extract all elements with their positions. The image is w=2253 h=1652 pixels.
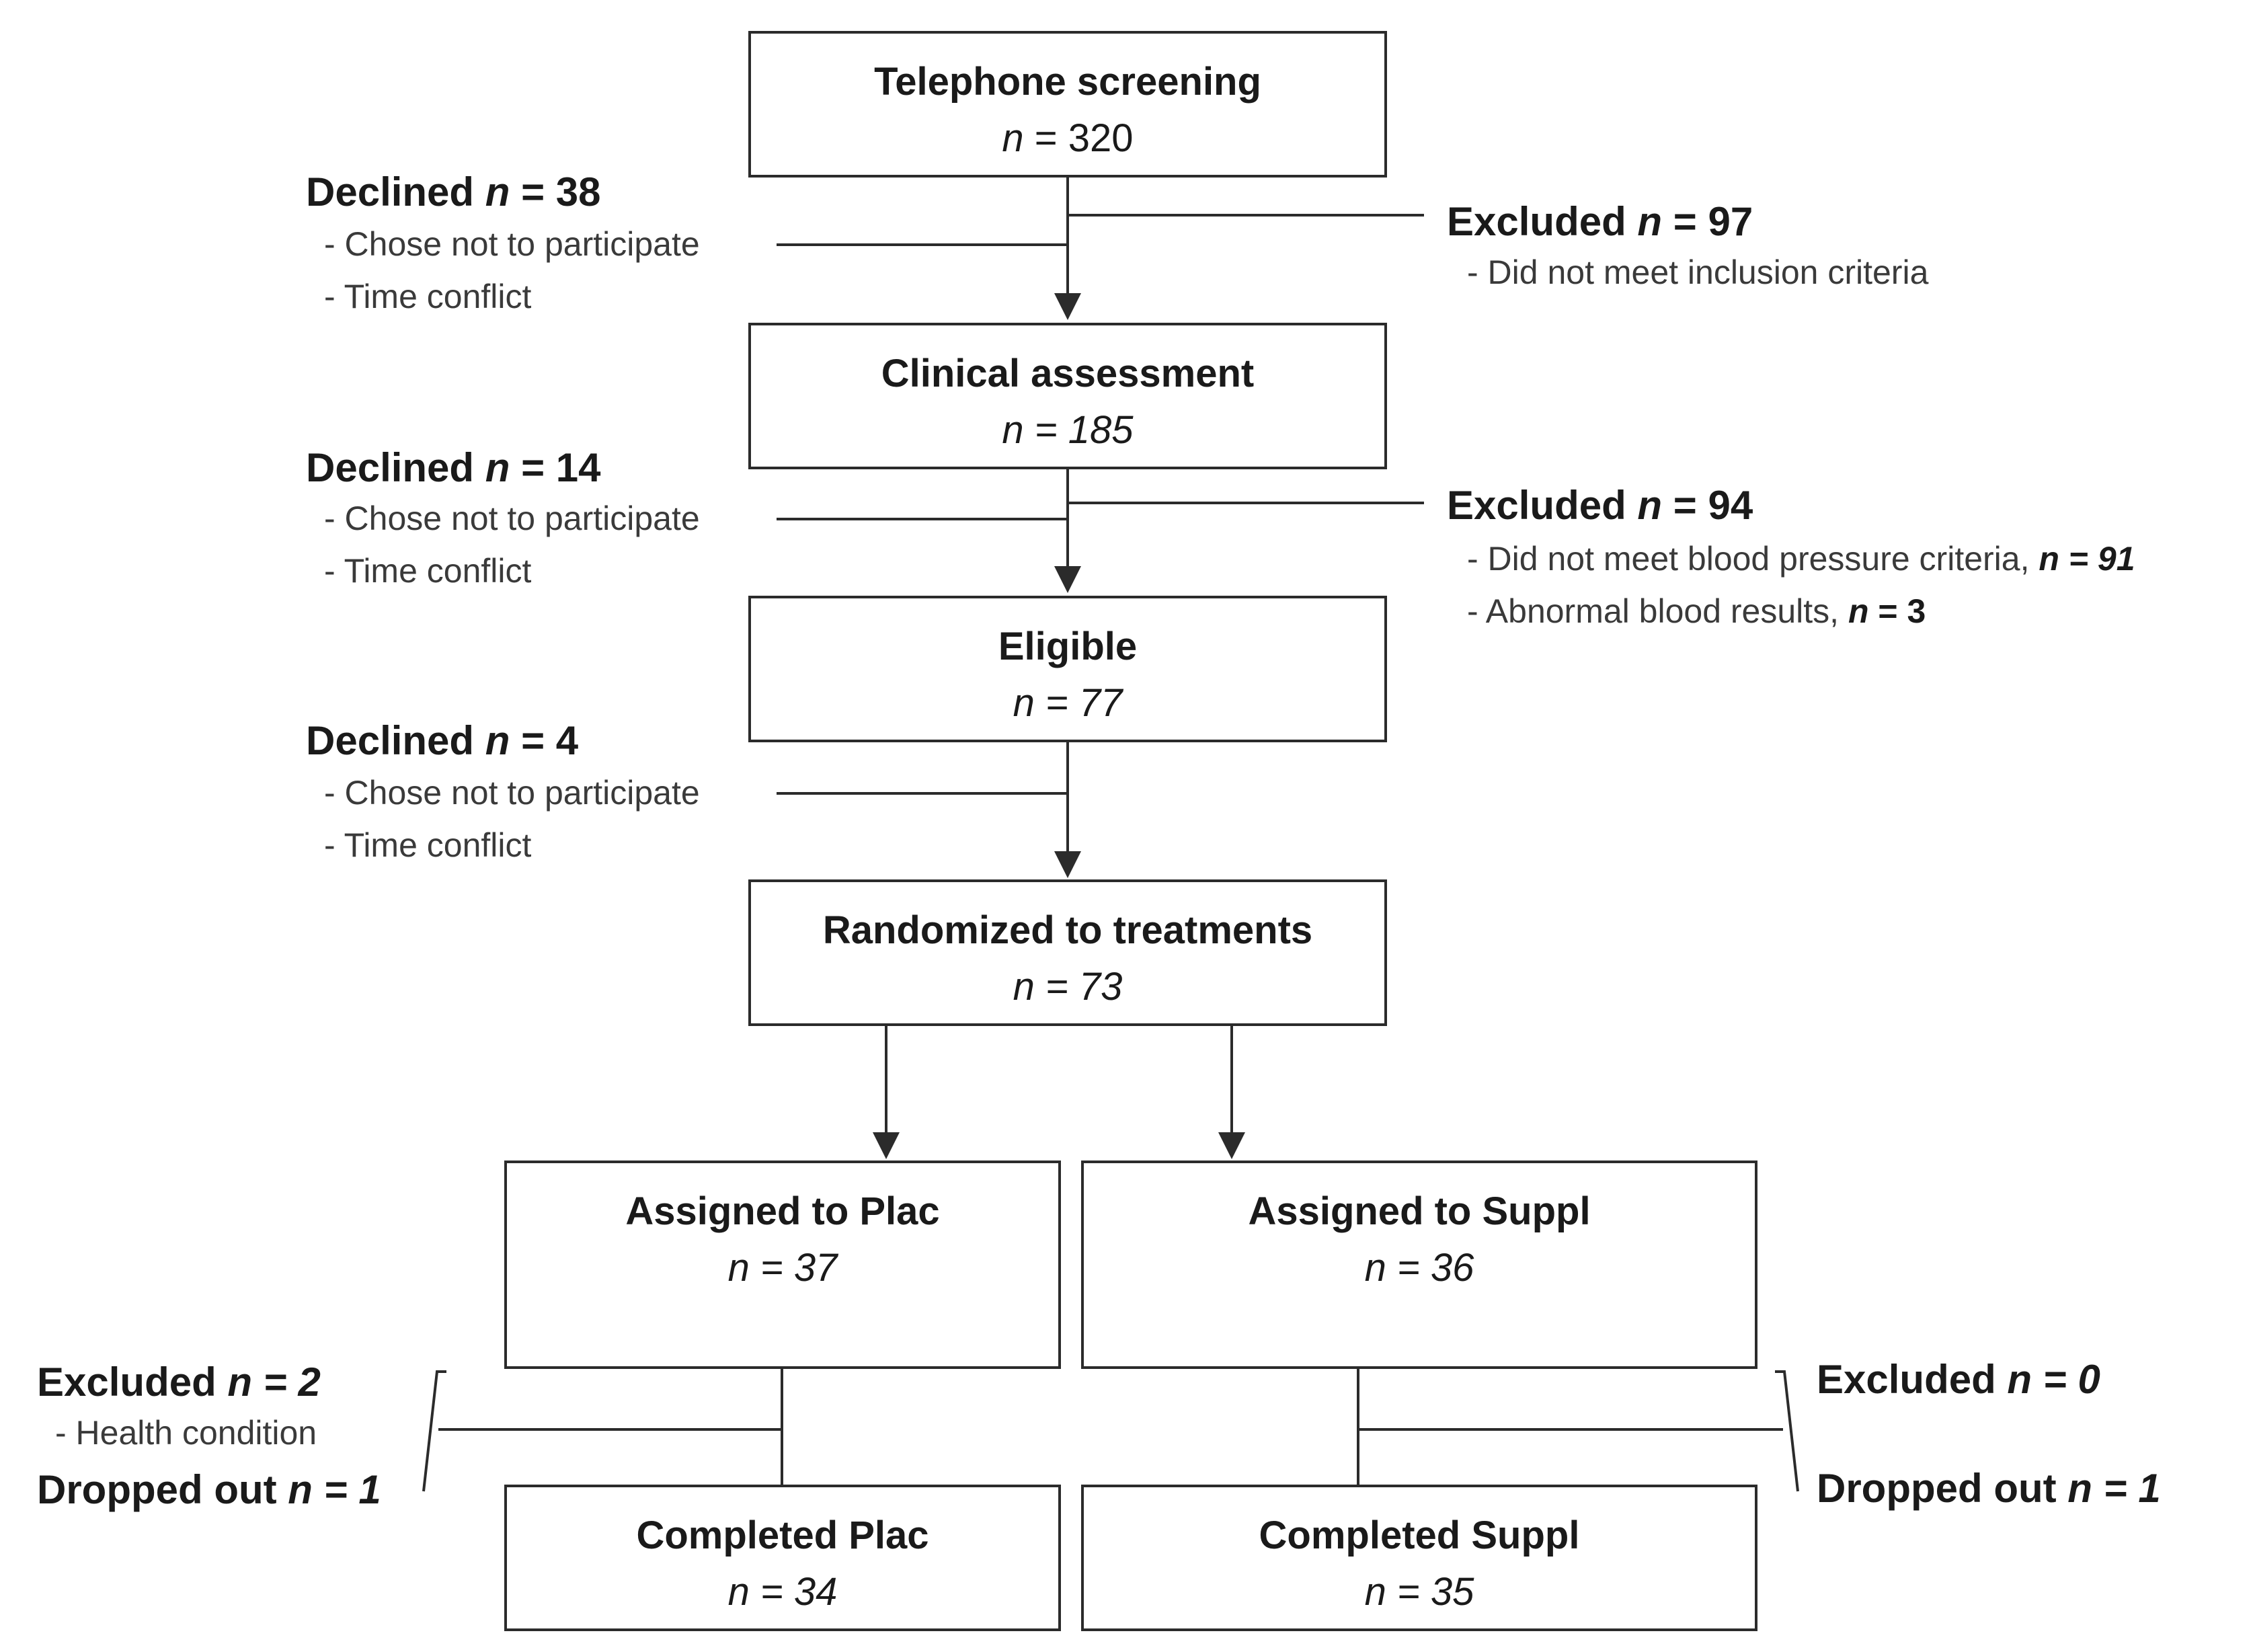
node-count: n = 320	[1002, 116, 1134, 160]
node-title: Clinical assessment	[881, 352, 1255, 395]
node-randomized: Randomized to treatments n = 73	[748, 879, 1387, 1026]
node-count: n = 35	[1364, 1570, 1474, 1614]
node-assigned-suppl: Assigned to Suppl n = 36	[1081, 1161, 1757, 1369]
node-count: n = 185	[1002, 408, 1134, 452]
node-clinical-assessment: Clinical assessment n = 185	[748, 323, 1387, 469]
excluded-reason: - Abnormal blood results, n = 3	[1467, 592, 1926, 630]
plac-excluded-reason: - Health condition	[55, 1414, 317, 1452]
node-title: Randomized to treatments	[822, 908, 1313, 952]
node-count: n = 37	[727, 1246, 838, 1290]
excluded-heading-screening: Excluded n = 97	[1447, 199, 1753, 244]
suppl-loss-bracket	[1775, 1370, 1799, 1492]
node-title: Completed Plac	[636, 1513, 929, 1557]
declined-heading-3: Declined n = 4	[306, 718, 579, 763]
declined-heading-1: Declined n = 38	[306, 169, 601, 214]
excluded-reason: - Did not meet blood pressure criteria, …	[1467, 540, 2135, 578]
node-eligible: Eligible n = 77	[748, 596, 1387, 742]
plac-dropped-heading: Dropped out n = 1	[37, 1467, 381, 1512]
declined-reason: - Chose not to participate	[324, 774, 700, 812]
node-completed-plac: Completed Plac n = 34	[504, 1485, 1061, 1631]
node-title: Telephone screening	[874, 60, 1261, 104]
node-title: Assigned to Plac	[625, 1189, 940, 1233]
node-title: Eligible	[998, 625, 1138, 668]
suppl-dropped-heading: Dropped out n = 1	[1817, 1466, 2161, 1511]
excluded-reason: - Did not meet inclusion criteria	[1467, 253, 1929, 291]
declined-heading-2: Declined n = 14	[306, 445, 601, 490]
node-count: n = 36	[1364, 1246, 1474, 1290]
declined-reason: - Chose not to participate	[324, 225, 700, 263]
excluded-heading-clinical: Excluded n = 94	[1447, 483, 1753, 528]
plac-loss-bracket	[422, 1370, 446, 1492]
declined-reason: - Time conflict	[324, 278, 532, 315]
suppl-excluded-heading: Excluded n = 0	[1817, 1357, 2100, 1402]
node-title: Completed Suppl	[1259, 1513, 1580, 1557]
declined-reason: - Time conflict	[324, 826, 532, 864]
declined-reason: - Chose not to participate	[324, 500, 700, 537]
node-assigned-plac: Assigned to Plac n = 37	[504, 1161, 1061, 1369]
plac-excluded-heading: Excluded n = 2	[37, 1360, 321, 1405]
declined-reason: - Time conflict	[324, 552, 532, 590]
node-count: n = 73	[1013, 965, 1123, 1009]
node-count: n = 77	[1013, 681, 1123, 725]
node-title: Assigned to Suppl	[1248, 1189, 1591, 1233]
node-completed-suppl: Completed Suppl n = 35	[1081, 1485, 1757, 1631]
node-telephone-screening: Telephone screening n = 320	[748, 31, 1387, 178]
node-count: n = 34	[727, 1570, 838, 1614]
